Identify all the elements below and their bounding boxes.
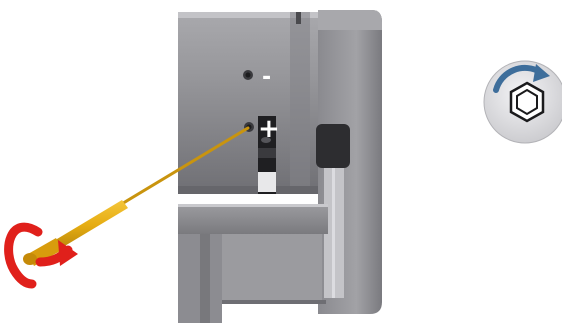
end-cap (316, 10, 382, 314)
plus-label: + (258, 114, 280, 144)
minus-label: - (262, 65, 271, 90)
hex-key-clockwise-icon (484, 61, 562, 143)
upper-housing (178, 12, 318, 194)
lower-frame (178, 204, 328, 323)
